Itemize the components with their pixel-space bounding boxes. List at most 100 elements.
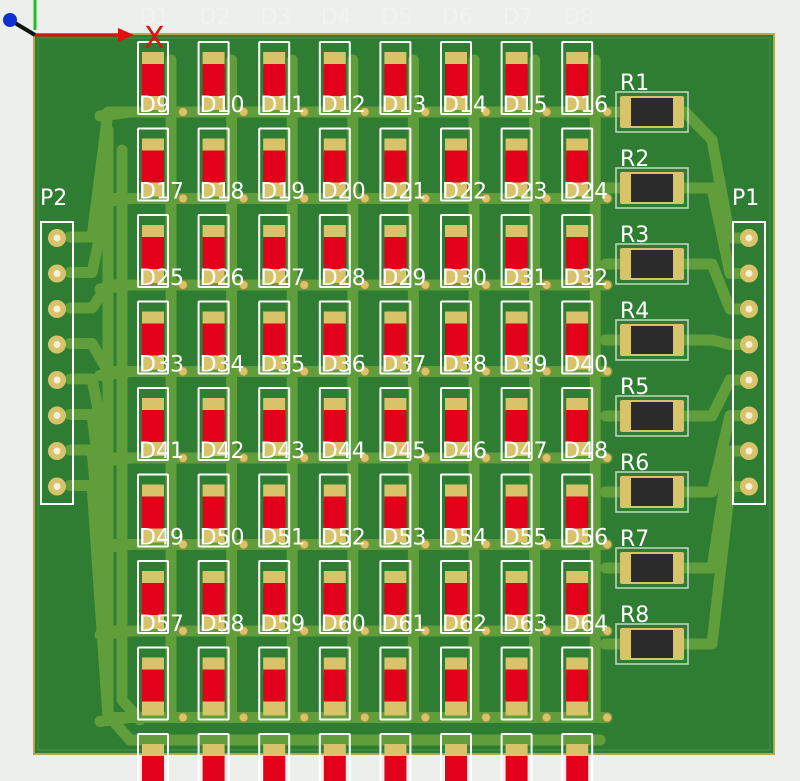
led-footprint[interactable] (379, 473, 431, 550)
led-footprint[interactable] (258, 733, 309, 781)
header-p2[interactable] (40, 221, 74, 505)
led-footprint[interactable] (379, 300, 431, 377)
led-footprint[interactable] (258, 300, 310, 377)
led-footprint[interactable] (561, 646, 613, 723)
led-footprint[interactable] (137, 560, 188, 636)
led-footprint[interactable] (561, 473, 613, 550)
led-footprint[interactable] (258, 387, 310, 463)
led-footprint[interactable] (379, 127, 431, 204)
led-outline (379, 41, 412, 115)
led-footprint[interactable] (197, 214, 249, 290)
led-footprint[interactable] (318, 646, 370, 723)
led-footprint[interactable] (500, 387, 552, 463)
led-footprint[interactable] (440, 733, 491, 781)
led-footprint[interactable] (137, 41, 188, 117)
led-footprint[interactable] (318, 560, 370, 636)
origin-handle[interactable] (3, 13, 17, 27)
led-footprint[interactable] (137, 127, 188, 204)
led-footprint[interactable] (197, 733, 249, 781)
x-axis-label: X (144, 21, 165, 56)
led-pad (323, 267, 346, 283)
led-footprint[interactable] (318, 733, 370, 781)
led-footprint[interactable] (197, 473, 249, 550)
led-footprint[interactable] (440, 560, 491, 636)
led-footprint[interactable] (197, 646, 249, 723)
led-body (445, 323, 467, 356)
resistor-outline (615, 243, 689, 285)
led-footprint[interactable] (258, 127, 310, 204)
led-footprint[interactable] (137, 214, 188, 290)
led-body (202, 323, 225, 356)
led-footprint[interactable] (258, 646, 310, 723)
led-footprint[interactable] (318, 41, 370, 117)
led-footprint[interactable] (318, 387, 370, 463)
resistor-r4[interactable] (615, 319, 689, 361)
led-footprint[interactable] (258, 41, 310, 117)
led-pad (505, 613, 528, 629)
led-footprint[interactable] (379, 560, 431, 636)
led-footprint[interactable] (440, 214, 491, 290)
led-footprint[interactable] (561, 560, 613, 636)
led-designator: D58 (200, 612, 245, 637)
led-footprint[interactable] (561, 387, 613, 463)
led-footprint[interactable] (318, 127, 370, 204)
led-footprint[interactable] (137, 300, 188, 377)
led-footprint[interactable] (197, 300, 249, 377)
resistor-r8[interactable] (615, 623, 689, 665)
resistor-r1[interactable] (615, 91, 689, 133)
led-footprint[interactable] (379, 214, 431, 290)
led-footprint[interactable] (561, 127, 613, 204)
led-footprint[interactable] (379, 41, 431, 117)
led-footprint[interactable] (500, 300, 552, 377)
resistor-r3[interactable] (615, 243, 689, 285)
led-footprint[interactable] (500, 733, 551, 781)
led-footprint[interactable] (500, 127, 552, 204)
led-footprint[interactable] (258, 560, 310, 636)
resistor-r2[interactable] (615, 167, 689, 209)
header-p1[interactable] (732, 221, 766, 505)
led-footprint[interactable] (197, 127, 249, 204)
led-footprint[interactable] (137, 733, 188, 781)
led-footprint[interactable] (500, 41, 552, 117)
led-footprint[interactable] (440, 300, 491, 377)
led-footprint[interactable] (500, 646, 552, 723)
led-footprint[interactable] (197, 41, 249, 117)
led-footprint[interactable] (379, 387, 431, 463)
led-footprint[interactable] (440, 473, 491, 550)
led-footprint[interactable] (258, 214, 310, 290)
led-designator: D31 (503, 266, 548, 291)
led-outline (561, 733, 594, 781)
led-footprint[interactable] (500, 214, 552, 290)
resistor-r5[interactable] (615, 395, 689, 437)
led-outline (500, 560, 533, 634)
led-designator: D13 (381, 93, 426, 118)
led-footprint[interactable] (561, 41, 613, 117)
led-footprint[interactable] (318, 473, 370, 550)
led-footprint[interactable] (379, 733, 430, 781)
led-footprint[interactable] (197, 387, 249, 463)
led-footprint[interactable] (197, 560, 249, 636)
led-footprint[interactable] (318, 300, 370, 377)
resistor-r7[interactable] (615, 547, 689, 589)
led-footprint[interactable] (440, 387, 491, 463)
led-footprint[interactable] (440, 646, 491, 723)
led-outline (258, 127, 291, 202)
led-footprint[interactable] (379, 646, 431, 723)
led-footprint[interactable] (318, 214, 370, 290)
led-footprint[interactable] (258, 473, 310, 550)
led-footprint[interactable] (561, 214, 613, 290)
led-footprint[interactable] (137, 646, 188, 723)
led-footprint[interactable] (440, 41, 491, 117)
led-footprint[interactable] (440, 127, 491, 204)
led-footprint[interactable] (561, 733, 612, 781)
led-footprint[interactable] (500, 560, 552, 636)
led-footprint[interactable] (137, 387, 188, 463)
led-footprint[interactable] (137, 473, 188, 550)
resistor-r6[interactable] (615, 471, 689, 513)
led-footprint[interactable] (500, 473, 552, 550)
led-body (142, 669, 164, 702)
via (238, 107, 249, 117)
led-footprint[interactable] (561, 300, 613, 377)
